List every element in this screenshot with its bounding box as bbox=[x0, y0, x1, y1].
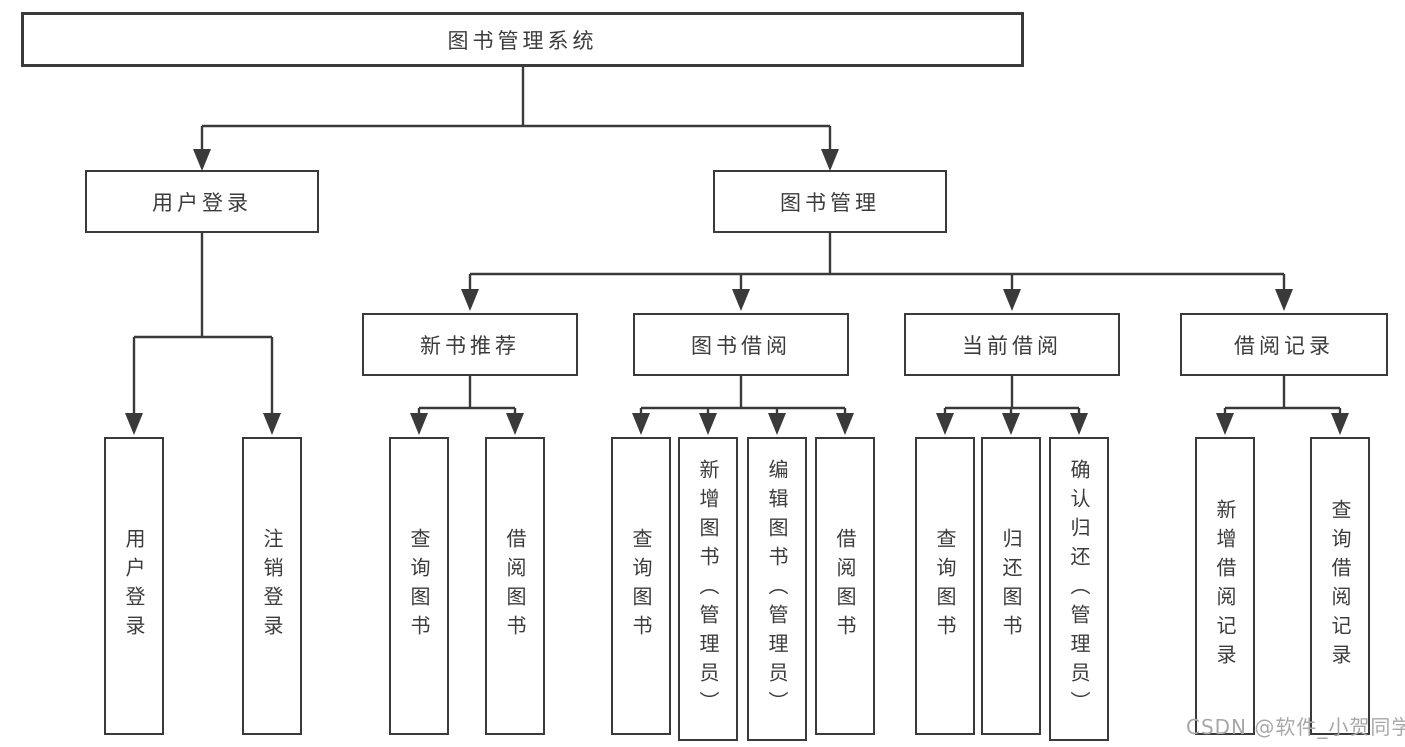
node-user-login: 用户登录 bbox=[85, 170, 319, 233]
node-book-management-label: 图书管理 bbox=[780, 190, 880, 215]
leaf-logout: 注销登录 bbox=[242, 437, 302, 735]
leaf-current-query-book-label: 查询图书 bbox=[933, 528, 957, 644]
leaf-add-book-admin: 新增图书（管理员） bbox=[678, 437, 738, 741]
watermark: CSDN @软件_小贺同学 bbox=[1186, 715, 1405, 739]
leaf-borrow-borrow-book: 借阅图书 bbox=[815, 437, 875, 735]
leaf-edit-book-admin: 编辑图书（管理员） bbox=[747, 437, 807, 741]
leaf-add-borrow-record-label: 新增借阅记录 bbox=[1213, 499, 1237, 673]
leaf-borrow-query-book-label: 查询图书 bbox=[629, 528, 653, 644]
leaf-user-login-label: 用户登录 bbox=[122, 528, 146, 644]
node-current-borrow-label: 当前借阅 bbox=[962, 333, 1062, 358]
leaf-add-borrow-record: 新增借阅记录 bbox=[1195, 437, 1255, 735]
leaf-borrow-borrow-book-label: 借阅图书 bbox=[833, 528, 857, 644]
node-new-book-recommend: 新书推荐 bbox=[362, 313, 578, 376]
leaf-add-book-admin-label: 新增图书（管理员） bbox=[696, 458, 720, 720]
leaf-borrow-query-book: 查询图书 bbox=[611, 437, 671, 735]
leaf-recommend-query-book: 查询图书 bbox=[389, 437, 449, 735]
leaf-user-login: 用户登录 bbox=[104, 437, 164, 735]
arrowhead-icons bbox=[125, 149, 1349, 435]
node-root-label: 图书管理系统 bbox=[447, 28, 598, 53]
leaf-recommend-borrow-book-label: 借阅图书 bbox=[503, 528, 527, 644]
node-new-book-recommend-label: 新书推荐 bbox=[420, 333, 520, 358]
node-borrow-records: 借阅记录 bbox=[1180, 313, 1388, 376]
leaf-confirm-return-admin: 确认归还（管理员） bbox=[1049, 437, 1109, 741]
leaf-recommend-query-book-label: 查询图书 bbox=[407, 528, 431, 644]
leaf-query-borrow-record: 查询借阅记录 bbox=[1310, 437, 1370, 735]
leaf-confirm-return-admin-label: 确认归还（管理员） bbox=[1067, 458, 1091, 720]
node-book-borrow: 图书借阅 bbox=[633, 313, 849, 376]
leaf-recommend-borrow-book: 借阅图书 bbox=[485, 437, 545, 735]
node-current-borrow: 当前借阅 bbox=[904, 313, 1120, 376]
node-book-management: 图书管理 bbox=[713, 170, 947, 233]
leaf-logout-label: 注销登录 bbox=[260, 528, 284, 644]
leaf-current-query-book: 查询图书 bbox=[915, 437, 975, 735]
node-book-borrow-label: 图书借阅 bbox=[691, 333, 791, 358]
tree-edges bbox=[132, 67, 1342, 414]
leaf-return-book: 归还图书 bbox=[981, 437, 1041, 735]
leaf-edit-book-admin-label: 编辑图书（管理员） bbox=[765, 458, 789, 720]
node-user-login-label: 用户登录 bbox=[152, 190, 252, 215]
node-borrow-records-label: 借阅记录 bbox=[1234, 333, 1334, 358]
node-root: 图书管理系统 bbox=[21, 12, 1024, 67]
leaf-query-borrow-record-label: 查询借阅记录 bbox=[1328, 499, 1352, 673]
leaf-return-book-label: 归还图书 bbox=[999, 528, 1023, 644]
